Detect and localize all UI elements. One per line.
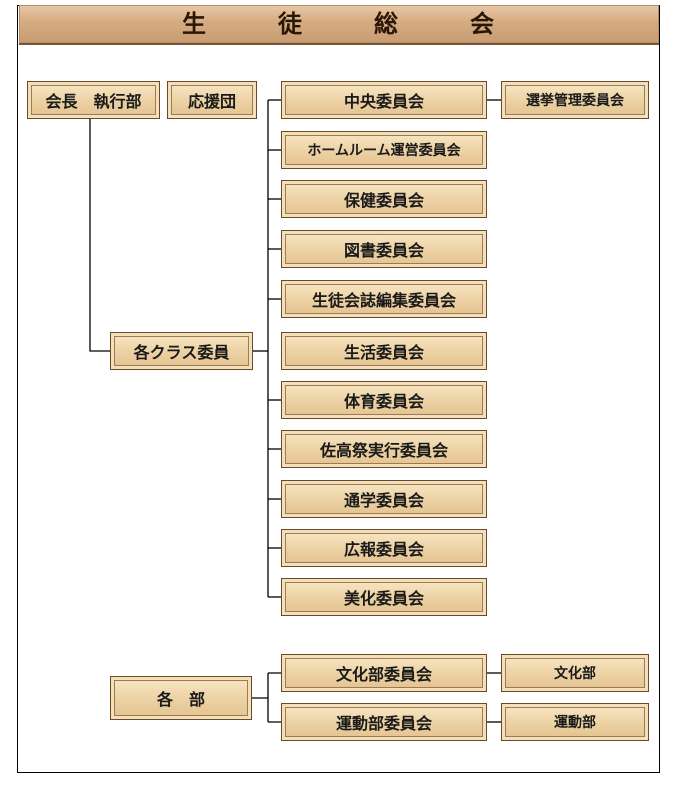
election-committee-box: 選挙管理委員会	[501, 81, 649, 119]
culture-committee-label: 文化部委員会	[335, 665, 432, 684]
committee-box: 生活委員会	[281, 332, 487, 370]
committee-label: 広報委員会	[343, 540, 424, 559]
cheer-squad-label: 応援団	[187, 92, 236, 111]
president-executive-box: 会長 執行部	[27, 81, 160, 119]
committee-box: 美化委員会	[281, 578, 487, 616]
class-committee-label: 各クラス委員	[133, 343, 230, 362]
culture-club-box: 文化部	[501, 654, 649, 692]
sports-committee-box: 運動部委員会	[281, 703, 487, 741]
committee-box: 佐高祭実行委員会	[281, 430, 487, 468]
sports-committee-label: 運動部委員会	[335, 714, 432, 733]
culture-club-label: 文化部	[554, 666, 596, 682]
committee-box: 保健委員会	[281, 180, 487, 218]
committee-label: 生活委員会	[343, 343, 424, 362]
page-title: 生 徒 総 会	[182, 9, 518, 38]
connector-president-class	[89, 119, 110, 352]
title-bar: 生 徒 総 会	[19, 5, 659, 45]
cheer-squad-box: 応援団	[167, 81, 257, 119]
committee-box: 体育委員会	[281, 381, 487, 419]
committee-box: 図書委員会	[281, 230, 487, 268]
clubs-label: 各 部	[156, 690, 205, 709]
class-committee-box: 各クラス委員	[110, 332, 253, 370]
culture-committee-box: 文化部委員会	[281, 654, 487, 692]
committee-box: 中央委員会	[281, 81, 487, 119]
committee-box: ホームルーム運営委員会	[281, 131, 487, 169]
president-executive-label: 会長 執行部	[45, 92, 142, 111]
clubs-box: 各 部	[110, 676, 252, 720]
committee-label: 生徒会誌編集委員会	[311, 291, 456, 310]
committee-box: 通学委員会	[281, 480, 487, 518]
committee-box: 広報委員会	[281, 529, 487, 567]
sports-club-label: 運動部	[554, 715, 596, 731]
connector-clubs	[252, 672, 281, 723]
committee-box: 生徒会誌編集委員会	[281, 280, 487, 318]
committee-label: 佐高祭実行委員会	[319, 441, 448, 460]
committee-label: 通学委員会	[343, 491, 424, 510]
committee-label: 体育委員会	[343, 392, 424, 411]
sports-club-box: 運動部	[501, 703, 649, 741]
committee-label: 図書委員会	[343, 241, 424, 260]
committee-label: 保健委員会	[343, 191, 424, 210]
committee-label: ホームルーム運営委員会	[307, 143, 461, 159]
committee-label: 中央委員会	[343, 92, 424, 111]
committee-label: 美化委員会	[343, 589, 424, 608]
election-committee-label: 選挙管理委員会	[526, 93, 624, 109]
